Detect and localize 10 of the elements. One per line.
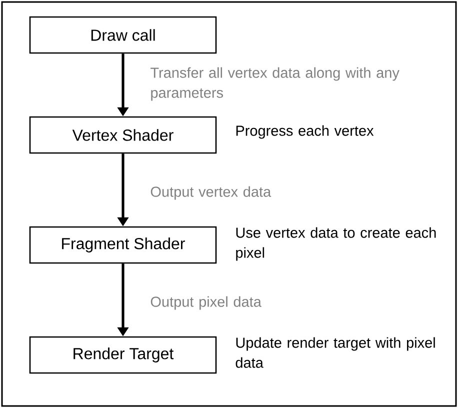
process-box: Vertex Shader	[29, 116, 217, 154]
process-box: Render Target	[29, 336, 217, 374]
edge-label: Transfer all vertex data along with any parameters	[150, 67, 400, 101]
description-text: Use vertex data to create each pixel	[236, 227, 436, 261]
description-text: Progress each vertex	[236, 125, 374, 139]
edge-label: Output vertex data	[150, 186, 272, 200]
process-box: Draw call	[29, 16, 217, 54]
edge-label: Output pixel data	[150, 296, 262, 310]
description-text: Update render target with pixel data	[236, 337, 435, 368]
process-box: Fragment Shader	[29, 226, 217, 264]
